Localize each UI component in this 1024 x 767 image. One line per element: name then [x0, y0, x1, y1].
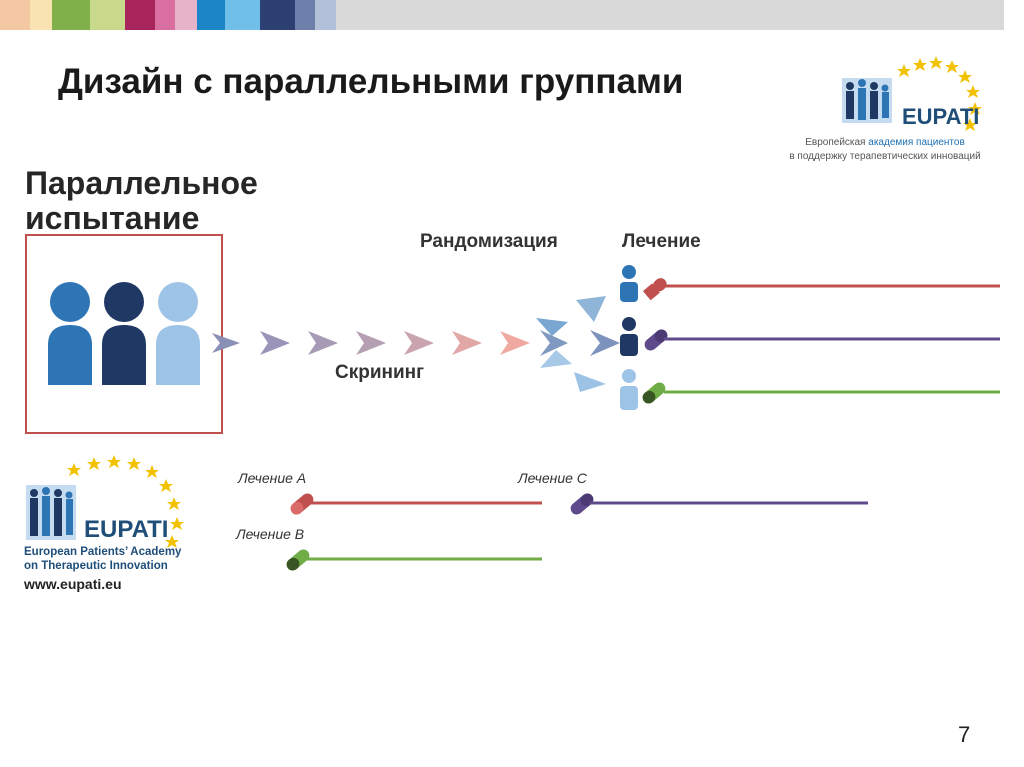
- caption-part-2: академия пациентов: [868, 137, 965, 148]
- person-3-icon: [156, 282, 200, 385]
- color-segment: [0, 0, 30, 30]
- top-color-bar: [0, 0, 1024, 30]
- randomization-arrows-icon: [536, 296, 620, 392]
- color-segment: [295, 0, 315, 30]
- color-segment: [225, 0, 260, 30]
- color-segment: [125, 0, 155, 30]
- arm-1-person-icon: [620, 265, 638, 302]
- person-2-icon: [102, 282, 146, 385]
- color-segment: [90, 0, 125, 30]
- screening-arrows-icon: [212, 331, 530, 355]
- diagram-heading: Параллельное испытание: [25, 166, 258, 236]
- randomization-label: Рандомизация: [420, 231, 558, 252]
- caption-line-2: в поддержку терапевтических инноваций: [789, 151, 981, 162]
- color-segment: [30, 0, 52, 30]
- color-segment: [315, 0, 336, 30]
- color-segment: [155, 0, 175, 30]
- eupati-wordmark: EUPATI: [902, 104, 979, 129]
- color-segment-rest: [336, 0, 1004, 30]
- people-silhouette-icon: [26, 485, 76, 540]
- legend-pill-b-icon: [286, 549, 310, 571]
- arm-2-person-icon: [620, 317, 638, 356]
- star-ring-icon: [897, 56, 982, 131]
- eupati-logo-top: EUPATI: [842, 56, 982, 131]
- heading-line-2: испытание: [25, 200, 200, 236]
- legend-treatment-a: Лечение A: [238, 470, 307, 486]
- eupati-wordmark: EUPATI: [84, 516, 168, 543]
- legend-treatment-c: Лечение C: [518, 470, 587, 486]
- pill-red-icon: [642, 278, 667, 301]
- people-silhouette-icon: [842, 78, 892, 123]
- color-segment: [175, 0, 197, 30]
- eupati-top-caption: Европейская академия пациентов в поддерж…: [760, 136, 1010, 164]
- legend-treatment-b: Лечение B: [236, 526, 305, 542]
- caption-line-1: European Patients’ Academy: [24, 546, 182, 558]
- person-1-icon: [48, 282, 92, 385]
- pill-green-icon: [642, 382, 666, 404]
- slide-title: Дизайн с параллельными группами: [58, 62, 684, 101]
- star-ring-icon: [67, 455, 184, 548]
- caption-part-1: Европейская: [805, 137, 869, 148]
- page-number: 7: [958, 722, 971, 747]
- treatment-label: Лечение: [622, 231, 701, 252]
- caption-line-2: on Therapeutic Innovation: [24, 560, 168, 572]
- eupati-url: www.eupati.eu: [24, 576, 122, 592]
- patient-group-box: [25, 234, 223, 434]
- color-segment: [197, 0, 225, 30]
- legend-pill-a-icon: [290, 493, 314, 515]
- heading-line-1: Параллельное: [25, 165, 258, 201]
- eupati-bottom-caption: European Patients’ Academy on Therapeuti…: [24, 545, 181, 573]
- arm-3-person-icon: [620, 369, 638, 410]
- color-segment: [260, 0, 295, 30]
- color-segment: [52, 0, 90, 30]
- screening-label: Скрининг: [335, 362, 425, 383]
- eupati-logo-bottom: EUPATI: [26, 455, 184, 548]
